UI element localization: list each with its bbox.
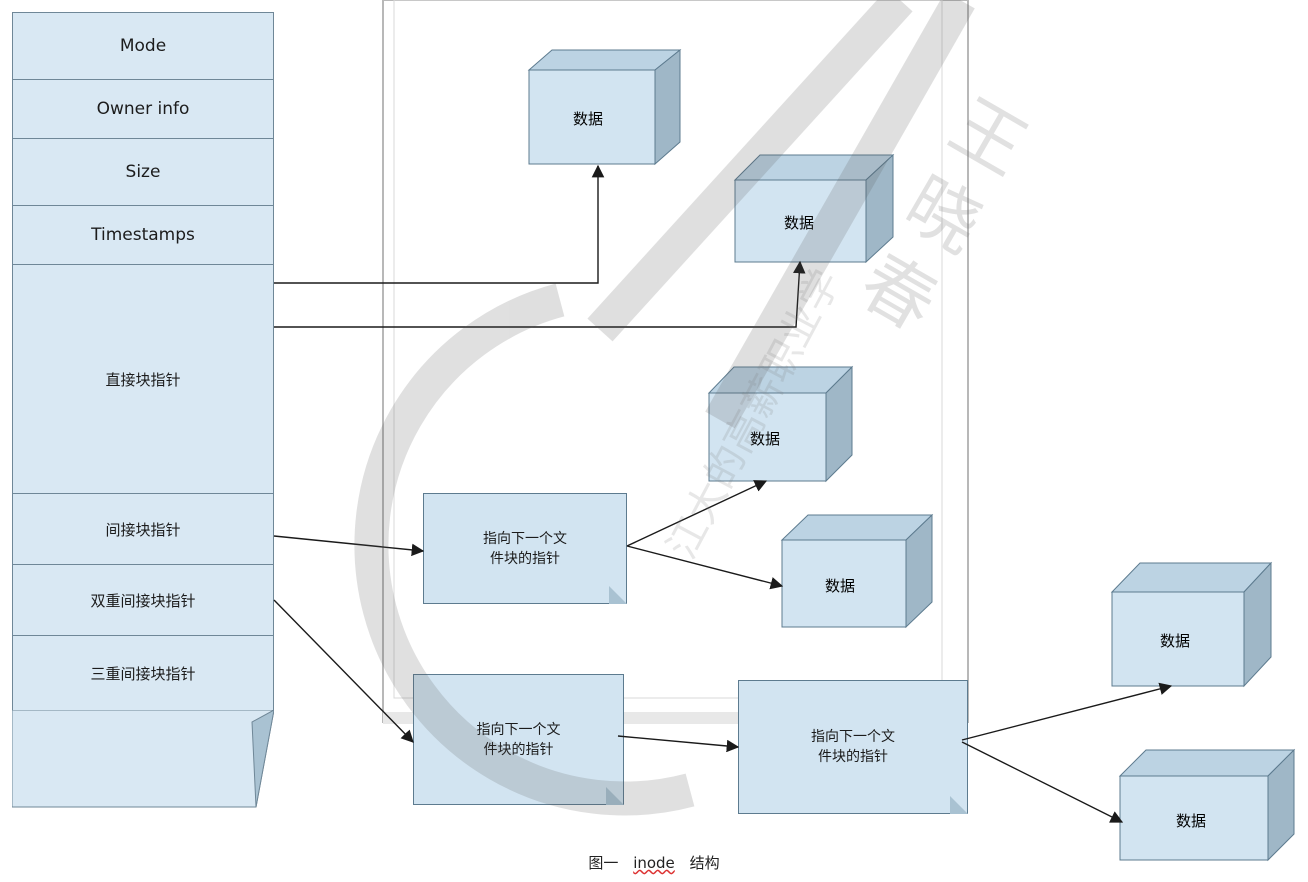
block-label-b2: 数据 [784,214,815,232]
arrow-indirect [273,535,425,557]
field-mode: Mode [12,12,274,80]
cube-b5 [1110,561,1273,688]
note-fold [950,796,968,814]
inode-fold-bottom [12,710,274,808]
field-double-indirect-pointer: 双重间接块指针 [12,564,274,636]
arrow-direct-2 [274,260,806,328]
cube-b4 [780,513,934,629]
caption-prefix: 图一 [588,854,619,872]
arrow-double [273,599,414,743]
note-indirect-target: 指向下一个文 件块的指针 [423,493,627,604]
note-fold [609,586,627,604]
arrow-indirect-b4 [626,545,784,590]
note-fold [606,787,624,805]
figure-caption: 图一 inode 结构 [0,852,1308,873]
note-double2-text: 指向下一个文 件块的指针 [811,729,895,765]
cube-b2 [733,153,895,264]
field-timestamps: Timestamps [12,205,274,265]
cube-b1 [527,48,682,166]
block-label-b6: 数据 [1176,812,1207,830]
field-size: Size [12,138,274,206]
block-label-b4: 数据 [825,577,856,595]
arrow-direct-1 [274,164,605,284]
note-double1-text: 指向下一个文 件块的指针 [476,721,561,758]
field-indirect-block-pointer: 间接块指针 [12,493,274,565]
arrow-double-l2 [617,735,740,753]
caption-word: inode [633,854,675,872]
arrow-l2-b5 [961,682,1173,741]
block-label-b3: 数据 [750,430,781,448]
block-label-b5: 数据 [1160,632,1191,650]
field-direct-block-pointers: 直接块指针 [12,264,274,494]
inode-structure: Mode Owner info Size Timestamps 直接块指针 间接… [12,12,274,808]
cube-b6 [1118,748,1296,862]
arrow-l2-b6 [961,741,1124,823]
cube-b3 [707,365,854,483]
arrow-indirect-b3 [626,480,768,547]
field-triple-indirect-pointer: 三重间接块指针 [12,635,274,711]
caption-suffix: 结构 [689,854,720,872]
block-label-b1: 数据 [573,110,604,128]
note-double-level2: 指向下一个文 件块的指针 [738,680,968,814]
note-indirect-text: 指向下一个文 件块的指针 [483,530,567,567]
note-double-level1: 指向下一个文 件块的指针 [413,674,624,805]
